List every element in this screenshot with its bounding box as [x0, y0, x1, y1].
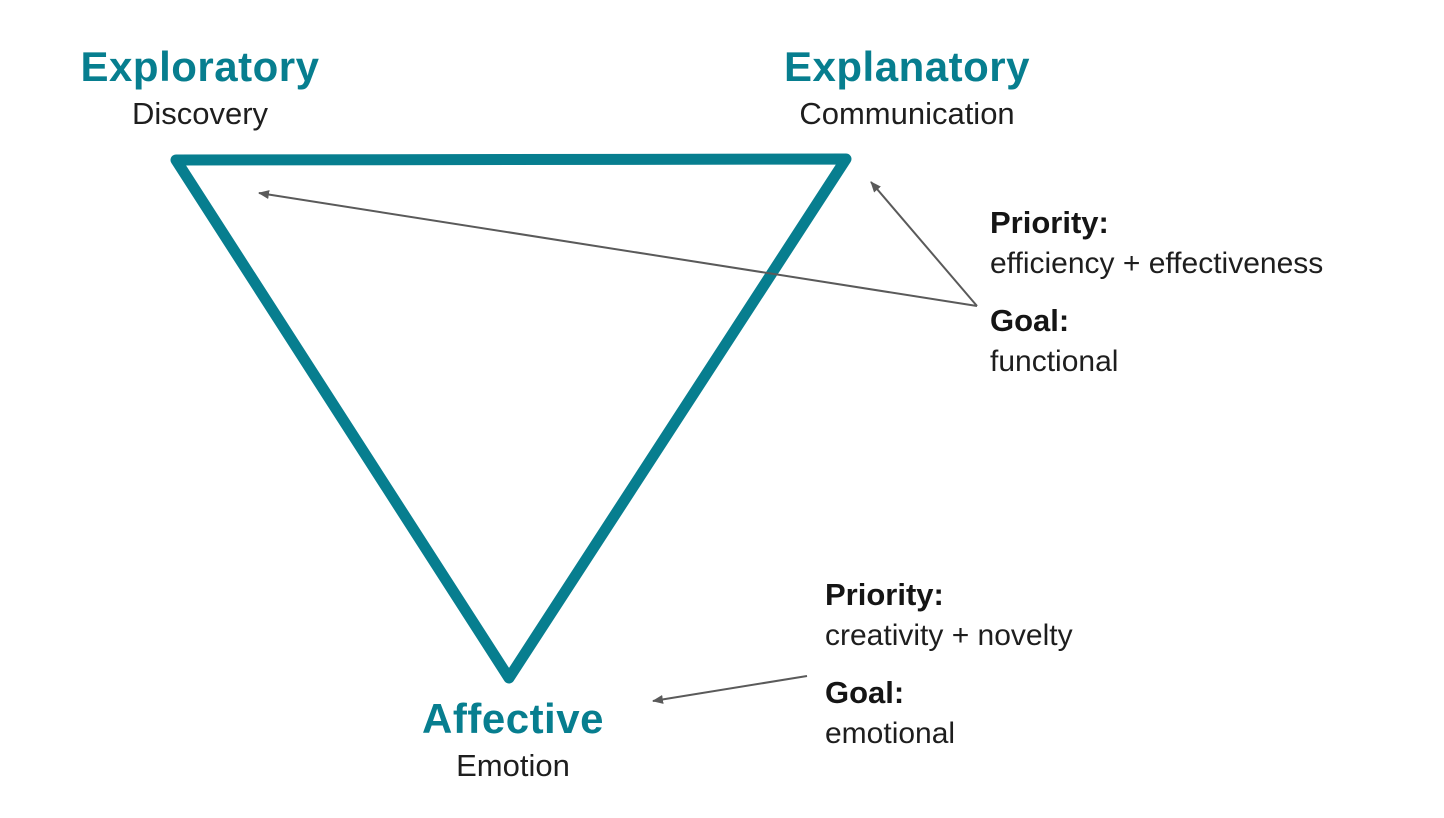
vertex-explanatory-subtitle: Communication: [799, 96, 1015, 132]
vertex-exploratory-title: Exploratory: [80, 43, 320, 90]
annotation-spacer: [825, 656, 1073, 672]
arrow-to-affective-corner-icon: [652, 675, 808, 704]
annotation-functional: Priority: efficiency + effectiveness Goa…: [990, 202, 1323, 383]
priority-label: Priority:: [990, 205, 1109, 240]
goal-label: Goal:: [825, 675, 905, 711]
priority-value: efficiency + effectiveness: [990, 246, 1324, 280]
vertex-explanatory: Explanatory Communication: [727, 43, 1087, 132]
arrow-to-exploratory-corner-icon: [258, 190, 978, 307]
goal-label: Goal:: [990, 303, 1070, 339]
goal-value: functional: [990, 345, 1119, 379]
annotation-emotional: Priority: creativity + novelty Goal: emo…: [825, 574, 1073, 755]
goal-value: emotional: [825, 717, 956, 751]
priority-label: Priority:: [825, 577, 944, 612]
annotation-spacer: [990, 284, 1323, 300]
vertex-affective-subtitle: Emotion: [456, 748, 570, 784]
vertex-explanatory-title: Explanatory: [784, 43, 1030, 90]
vertex-affective-title: Affective: [422, 695, 604, 742]
vertex-exploratory-subtitle: Discovery: [131, 96, 269, 132]
arrow-to-explanatory-corner-icon: [870, 181, 978, 307]
triangle-outline: [170, 153, 852, 684]
vertex-affective: Affective Emotion: [333, 695, 693, 784]
priority-value: creativity + novelty: [825, 618, 1073, 652]
vertex-exploratory: Exploratory Discovery: [20, 43, 380, 132]
